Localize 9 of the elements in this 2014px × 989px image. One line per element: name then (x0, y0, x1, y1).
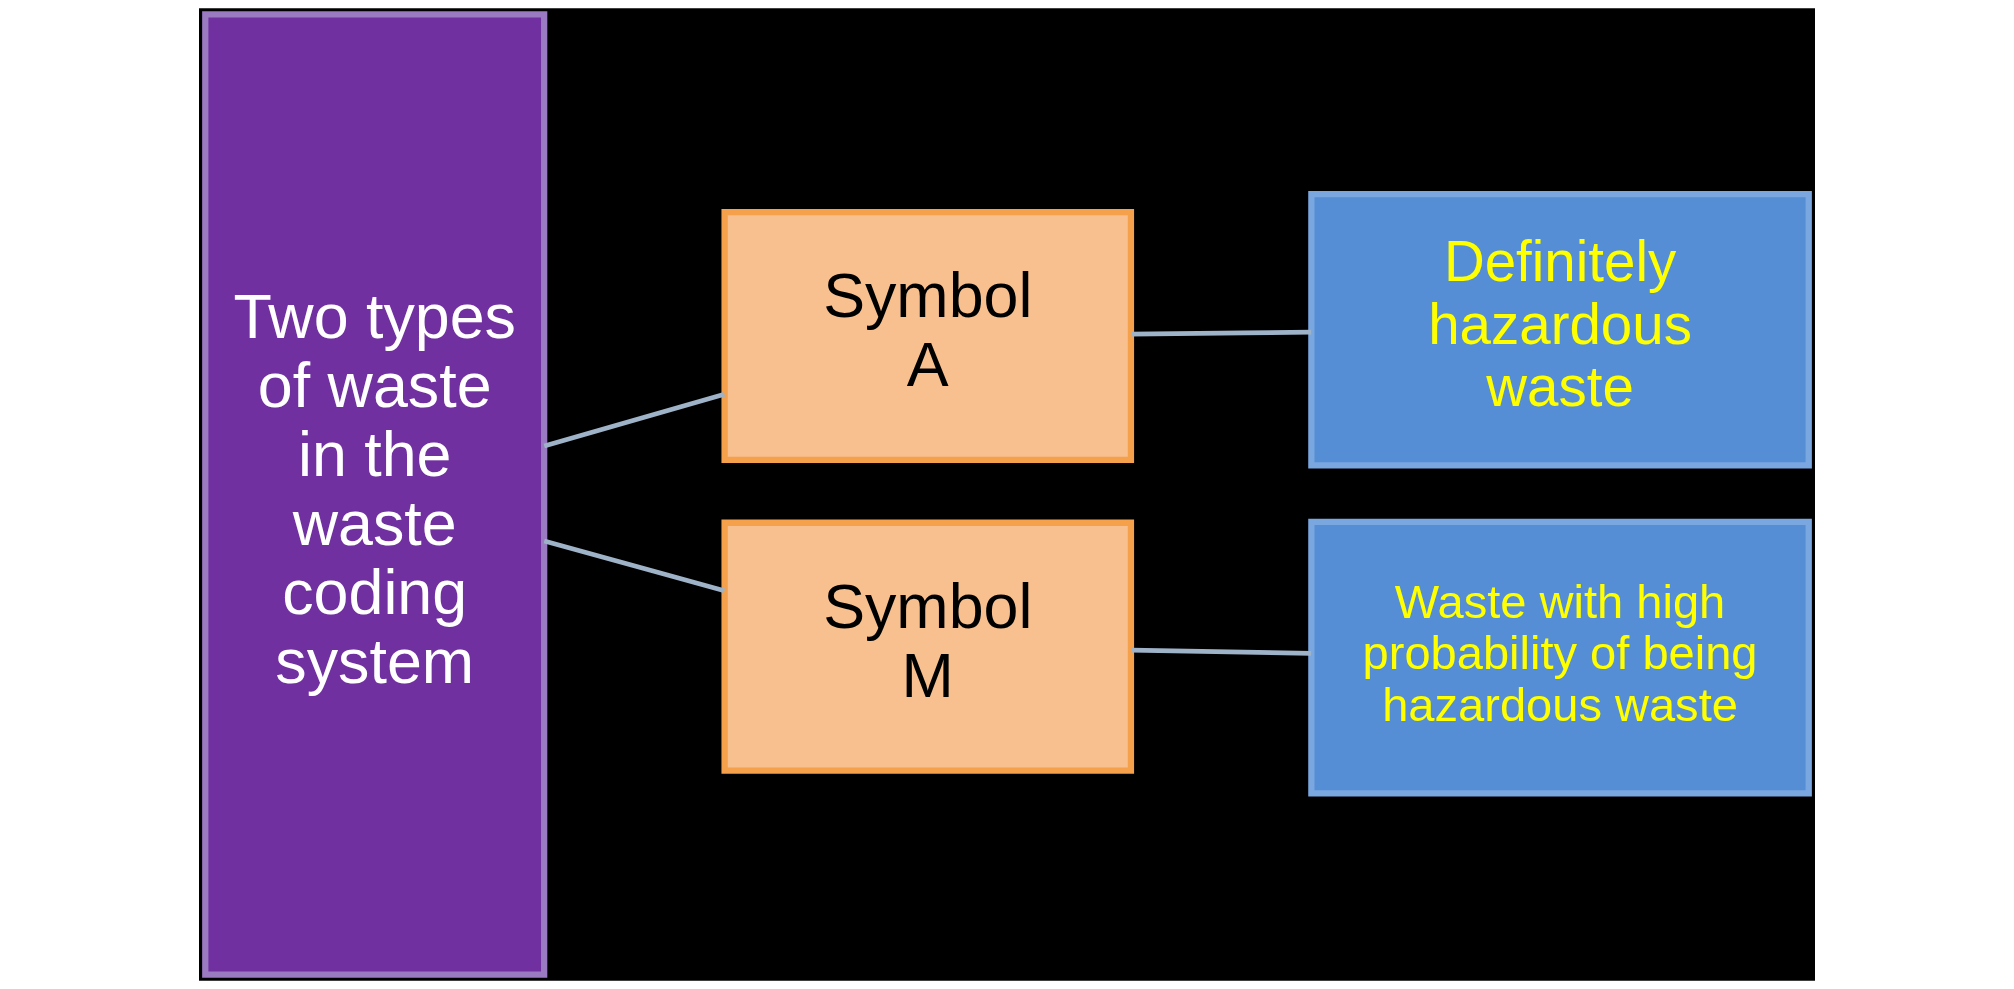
node-box: Definitely hazardous waste (1308, 190, 1812, 469)
node-box: Symbol M (721, 519, 1135, 774)
connector (543, 391, 726, 449)
connector (1130, 329, 1312, 337)
connector (1130, 647, 1312, 656)
connector (543, 538, 726, 594)
node-box: Two types of waste in the waste coding system (202, 11, 548, 978)
node-box: Symbol A (721, 208, 1135, 464)
node-box: Waste with high probability of being hazardous waste (1308, 518, 1812, 797)
